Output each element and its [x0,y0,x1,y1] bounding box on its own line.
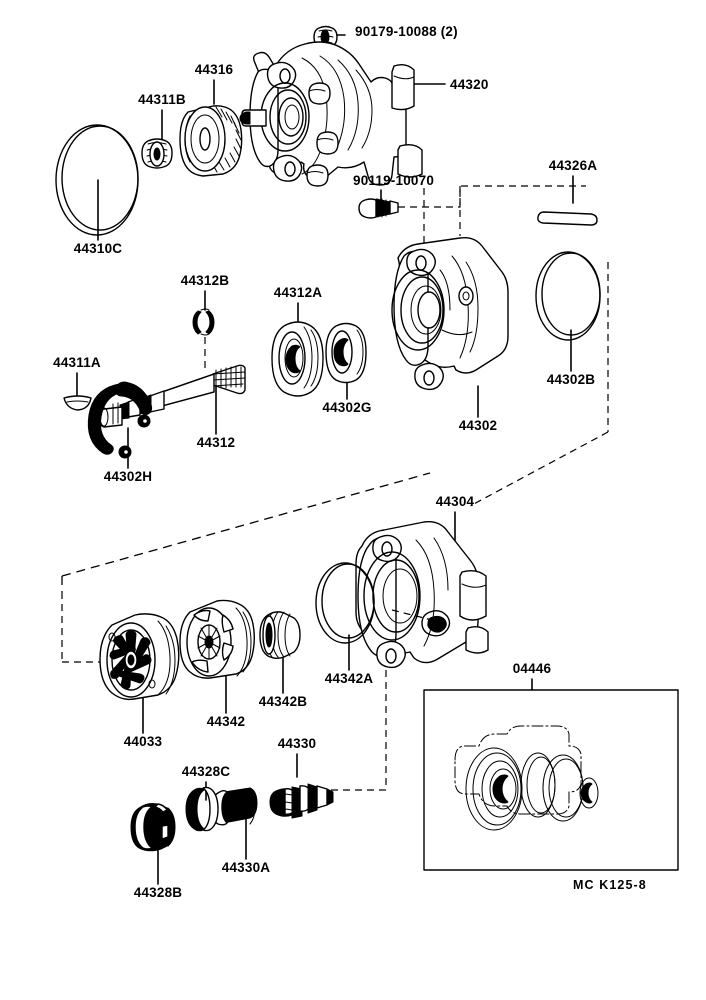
part-44328b-valve-cap [130,803,176,852]
part-44330a-valve-sleeve [211,787,258,826]
part-44342b-spring [259,611,301,659]
label-snap-ring-large: 44302H [103,469,153,484]
part-04446-repair-kit-inset [423,689,679,871]
part-44033-cam-ring-rotor [99,613,180,701]
part-44342-pump-plate [179,599,255,679]
diagram-footer-code: MC K125-8 [573,878,647,892]
part-44311b-nut [141,138,173,169]
label-vane-pump-spring: 44342B [258,694,308,709]
part-44312-drive-shaft [97,364,246,428]
label-pump-plate: 44342 [206,714,246,729]
label-o-ring-large: 44310C [73,241,123,256]
label-union-bolt: 90119-10070 [353,173,435,188]
assembly-guide-lines [61,185,609,791]
label-dowel-pin: 44326A [548,158,598,173]
part-44330-flow-control-valve [269,783,334,819]
label-o-ring-housing: 44302B [546,372,596,387]
label-valve-cap: 44328B [133,885,183,900]
label-cam-ring-rotor: 44033 [123,734,163,749]
part-44328c-o-ring [185,786,219,832]
part-44302-front-housing [391,236,509,391]
label-valve-sleeve: 44330A [221,860,271,875]
label-woodruff-key: 44311A [53,355,101,370]
label-o-ring-cam-ring: 44342A [324,671,374,686]
label-snap-ring-small: 44312B [180,273,230,288]
label-repair-kit: 04446 [512,661,552,676]
label-flow-control-valve: 44330 [277,736,317,751]
label-bearing: 44312A [273,285,323,300]
leader-lines [76,34,574,885]
part-44316-drive-gear [179,105,243,177]
part-44326a-dowel-pin [537,211,598,226]
part-44302b-o-ring [535,251,601,341]
label-shaft-nut: 44311B [138,92,186,107]
label-rear-housing: 44304 [435,494,475,509]
label-oil-seal: 44302G [322,400,372,415]
part-44311a-woodruff-key [63,395,92,411]
part-44302h-snap-ring [87,381,153,459]
label-pump-assembly: 44320 [450,77,489,92]
part-44342a-o-ring [315,562,375,644]
part-44312a-bearing [271,321,324,397]
part-44320-pump-assembly [239,25,423,187]
part-44312b-snap-ring [192,308,215,368]
part-44302g-oil-seal [325,322,367,384]
label-fastener-nut: 90179-10088 (2) [355,24,458,39]
label-drive-shaft: 44312 [196,435,236,450]
label-drive-gear: 44316 [194,62,234,77]
label-o-ring-cap: 44328C [181,764,231,779]
part-44304-rear-housing [355,521,489,669]
label-front-housing: 44302 [458,418,498,433]
part-44310c-o-ring [55,124,139,236]
part-90119-union-bolt [358,198,399,219]
